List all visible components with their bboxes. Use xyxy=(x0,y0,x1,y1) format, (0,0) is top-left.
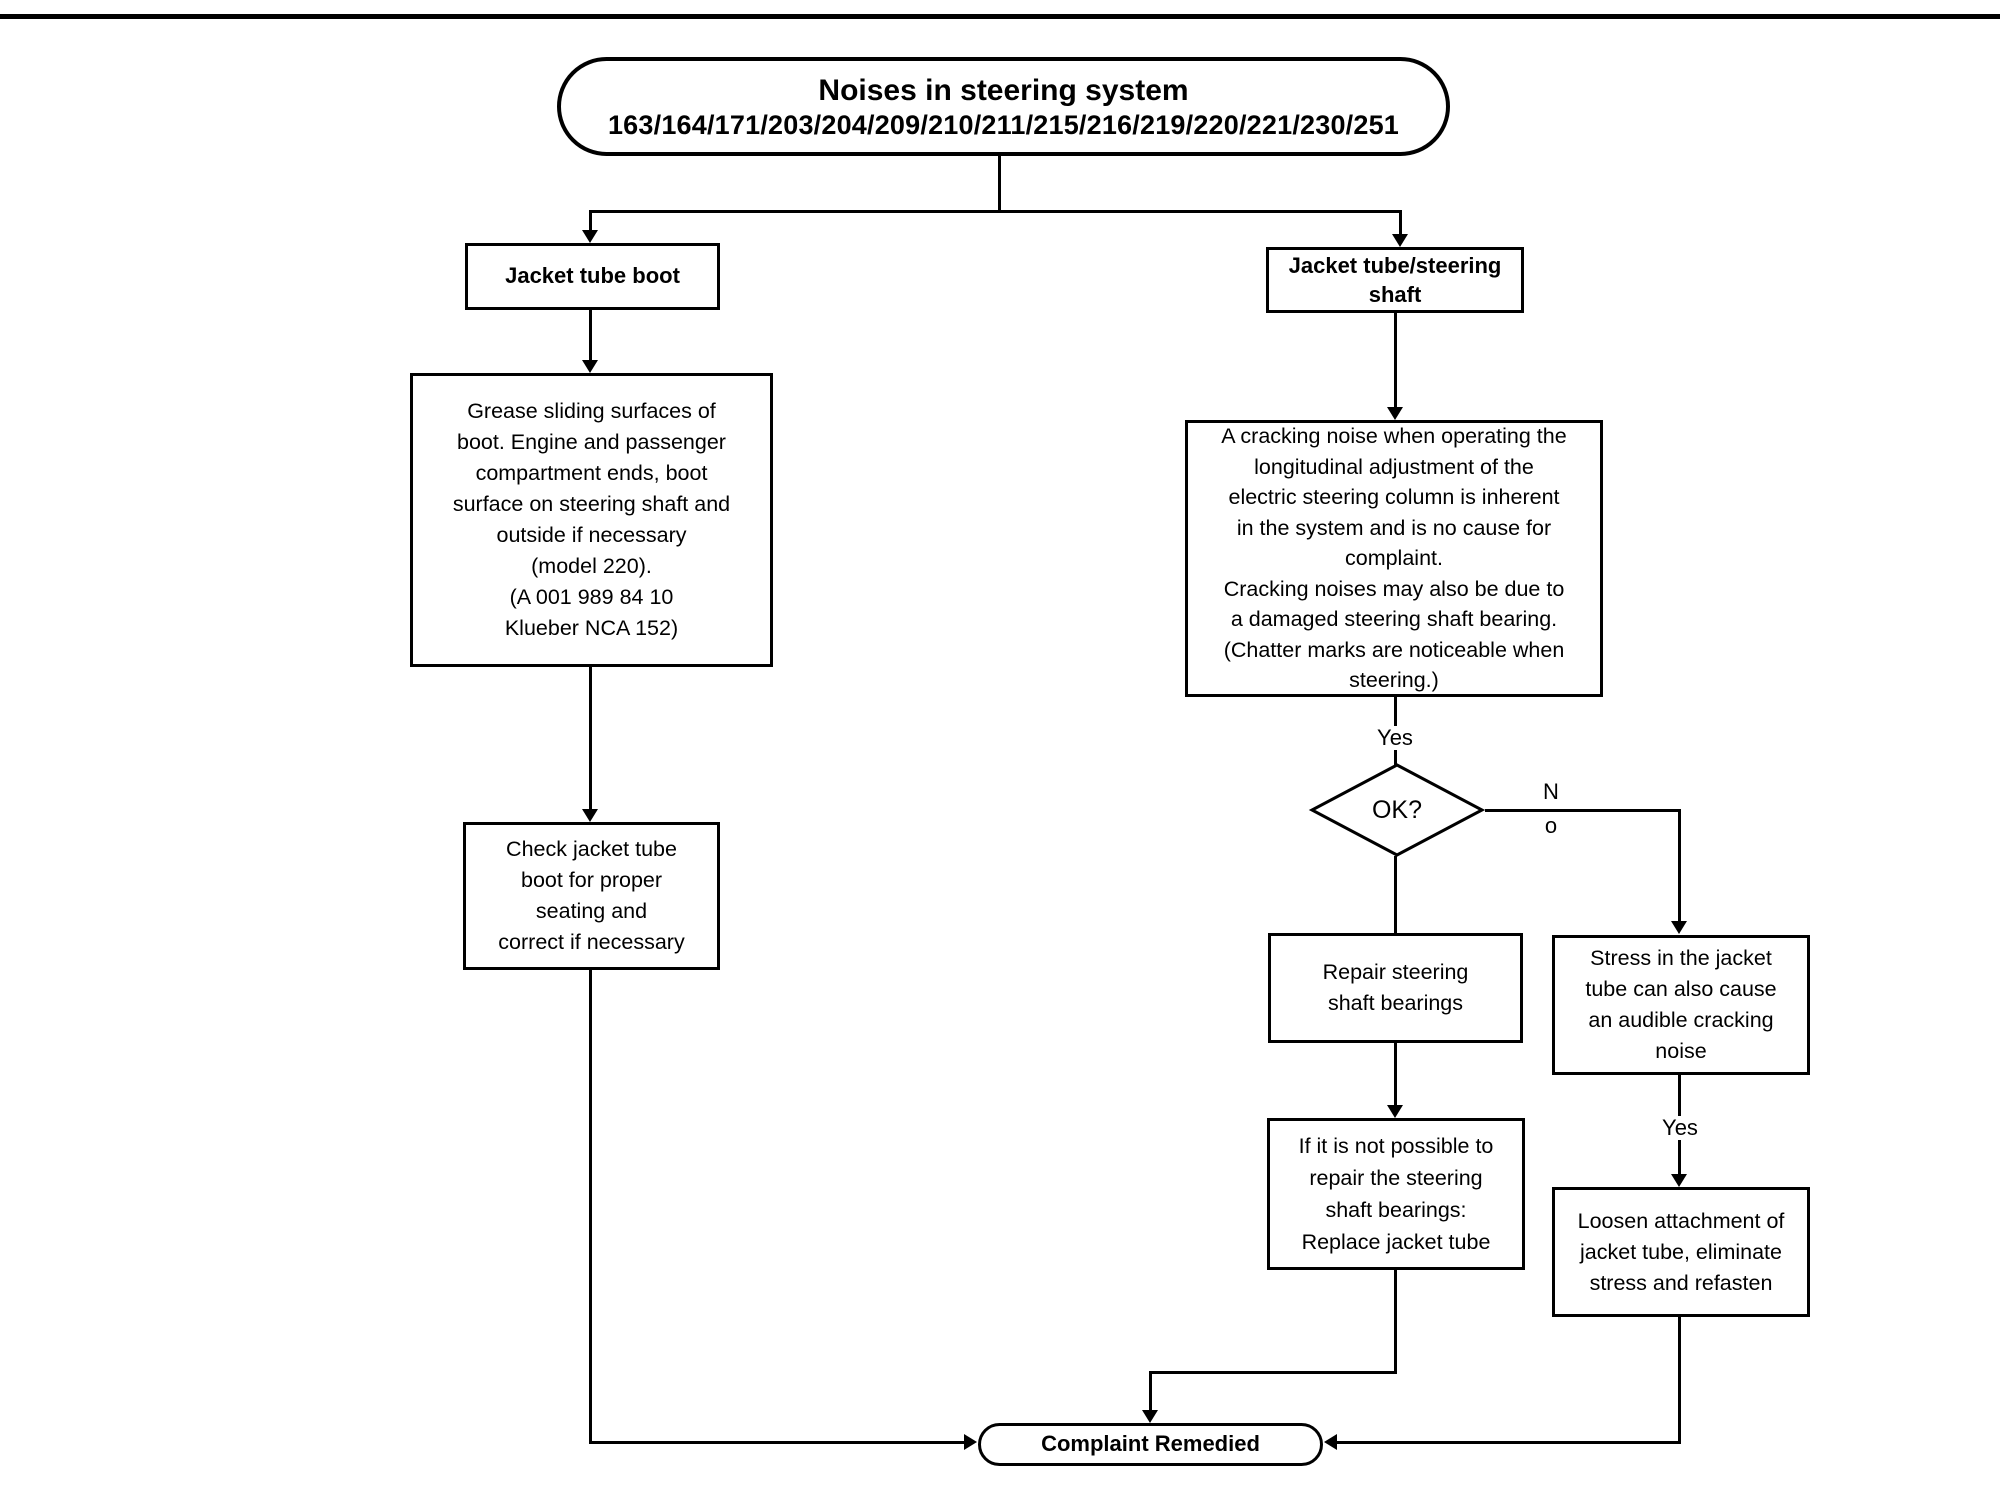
connector-check-down xyxy=(589,970,592,1443)
arrowhead-into-cracking-note xyxy=(1387,407,1403,420)
arrowhead-terminal-left xyxy=(964,1434,977,1450)
node-jacket-tube-boot: Jacket tube boot xyxy=(465,243,720,310)
label-stress-yes: Yes xyxy=(1637,1116,1723,1140)
node-grease-note: Grease sliding surfaces of boot. Engine … xyxy=(410,373,773,667)
connector-decision-no xyxy=(1485,809,1681,812)
node-jacket-tube-steering-shaft: Jacket tube/steering shaft xyxy=(1266,247,1524,313)
node-stress-note: Stress in the jacket tube can also cause… xyxy=(1552,935,1810,1075)
node-replace-jacket-tube: If it is not possible to repair the stee… xyxy=(1267,1118,1525,1270)
page-top-rule xyxy=(0,14,2000,19)
label-no-o: o xyxy=(1544,813,1558,838)
connector-split-right xyxy=(1399,210,1402,236)
title-line2: 163/164/171/203/204/209/210/211/215/216/… xyxy=(607,109,1400,140)
arrowhead-into-grease-note xyxy=(582,360,598,373)
connector-title-stem xyxy=(998,155,1001,212)
connector-shaft-to-cracking xyxy=(1394,312,1397,408)
connector-replace-left xyxy=(1149,1371,1397,1374)
arrowhead-into-loosen-note xyxy=(1671,1174,1687,1187)
arrowhead-into-stress-note xyxy=(1671,921,1687,934)
connector-split-left xyxy=(589,210,592,232)
connector-check-to-terminal xyxy=(589,1441,964,1444)
arrowhead-into-jacket-tube-boot xyxy=(582,230,598,243)
connector-replace-to-terminal xyxy=(1149,1371,1152,1411)
arrowhead-into-replace-note xyxy=(1387,1105,1403,1118)
connector-no-down xyxy=(1678,809,1681,922)
connector-grease-to-check xyxy=(589,667,592,810)
arrowhead-into-jacket-tube-steering-shaft xyxy=(1392,234,1408,247)
node-complaint-remedied: Complaint Remedied xyxy=(978,1423,1323,1466)
connector-loosen-down xyxy=(1678,1317,1681,1444)
title-line1: Noises in steering system xyxy=(818,73,1189,107)
arrowhead-terminal-top xyxy=(1142,1410,1158,1423)
node-loosen-attachment: Loosen attachment of jacket tube, elimin… xyxy=(1552,1187,1810,1317)
arrowhead-terminal-right xyxy=(1324,1434,1337,1450)
connector-replace-down xyxy=(1394,1270,1397,1373)
label-decision-yes: Yes xyxy=(1352,726,1438,750)
node-check-boot: Check jacket tube boot for proper seatin… xyxy=(463,822,720,970)
connector-title-split xyxy=(589,210,1402,213)
arrowhead-into-check-note xyxy=(582,809,598,822)
diamond-shape xyxy=(1308,763,1486,857)
connector-boot-to-grease xyxy=(589,310,592,361)
connector-decision-to-repair xyxy=(1394,856,1397,933)
node-cracking-note: A cracking noise when operating the long… xyxy=(1185,420,1603,697)
title-node: Noises in steering system 163/164/171/20… xyxy=(557,57,1450,156)
node-decision-ok: OK? xyxy=(1308,763,1486,857)
label-no-n: N xyxy=(1543,779,1559,804)
connector-loosen-to-terminal xyxy=(1337,1441,1681,1444)
node-repair-bearings: Repair steering shaft bearings xyxy=(1268,933,1523,1043)
connector-repair-to-replace xyxy=(1394,1043,1397,1106)
decision-label: OK? xyxy=(1371,795,1423,824)
